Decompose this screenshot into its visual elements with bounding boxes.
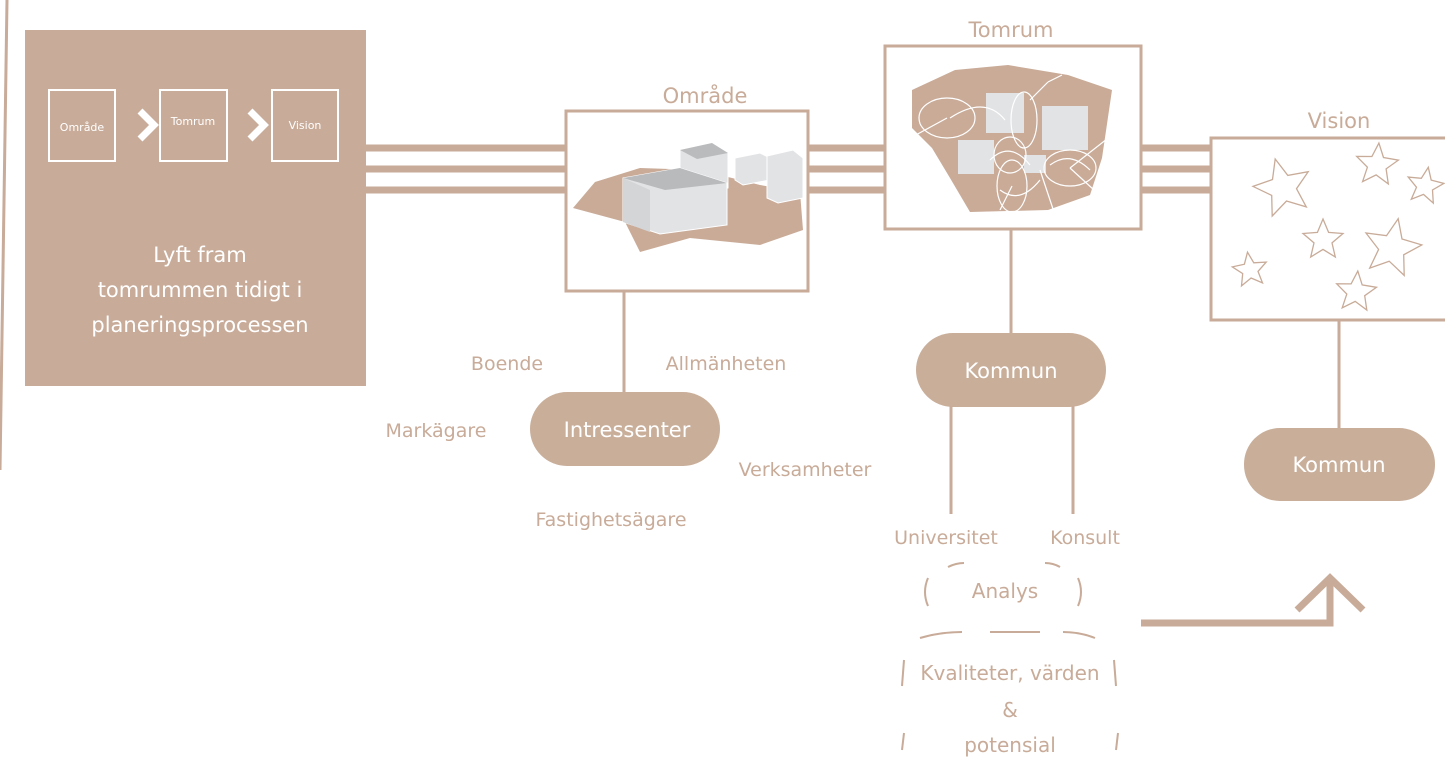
stakeholder-residents: Boende xyxy=(471,353,543,375)
stakeholders-label: Intressenter xyxy=(564,418,691,442)
partner-consultant: Konsult xyxy=(1050,527,1120,549)
analysis-title: Analys xyxy=(972,579,1038,603)
step-label-void: Tomrum xyxy=(170,115,216,128)
void-illustration xyxy=(902,65,1113,216)
panel-caption-line-1: Lyft fram xyxy=(153,243,247,267)
star-icon xyxy=(1301,217,1345,259)
area-buildings-illustration xyxy=(573,142,804,252)
analysis-result-line-1: Kvaliteter, värden xyxy=(920,661,1099,685)
star-icon xyxy=(1251,157,1310,218)
kommun-label-vision: Kommun xyxy=(1292,453,1385,477)
step-box-area xyxy=(48,89,116,162)
stakeholder-public: Allmänheten xyxy=(666,353,787,375)
kommun-pill-vision xyxy=(1244,428,1435,501)
kommun-pill-void xyxy=(916,333,1106,407)
void-title: Tomrum xyxy=(968,18,1054,42)
stakeholder-businesses: Verksamheter xyxy=(739,459,872,481)
stakeholder-property-owners: Fastighetsägare xyxy=(535,509,686,531)
analysis-result-line-2: & xyxy=(1002,698,1018,722)
chevron-right-icon xyxy=(247,108,269,142)
connector-area-void xyxy=(808,144,885,194)
connector-panel-area xyxy=(365,144,566,194)
star-icon xyxy=(1406,165,1445,205)
partner-university: Universitet xyxy=(894,527,998,549)
stakeholder-landowners: Markägare xyxy=(386,420,487,442)
analysis-result-line-3: potensial xyxy=(964,733,1056,757)
analysis-to-vision-line xyxy=(1141,578,1334,627)
step-box-void xyxy=(159,89,228,162)
connector-void-vision xyxy=(1141,144,1212,194)
star-icon xyxy=(1230,250,1268,288)
edge-line xyxy=(0,0,9,471)
vision-box xyxy=(1209,136,1445,322)
chevron-right-icon xyxy=(137,108,159,142)
star-icon xyxy=(1364,217,1424,277)
step-label-area: Område xyxy=(60,121,105,134)
kommun-label-void: Kommun xyxy=(964,359,1057,383)
vision-title: Vision xyxy=(1308,109,1371,133)
star-icon xyxy=(1355,141,1401,186)
star-icon xyxy=(1335,269,1379,312)
step-label-vision: Vision xyxy=(289,119,322,132)
analysis-brackets xyxy=(901,562,1119,751)
area-title: Område xyxy=(663,83,748,108)
stakeholders-pill xyxy=(530,392,720,466)
arrow-up-icon xyxy=(1294,573,1366,613)
vision-stars-illustration xyxy=(1230,141,1445,312)
panel-caption-line-3: planeringsprocessen xyxy=(91,313,308,337)
step-box-vision xyxy=(271,89,339,162)
panel-caption-line-2: tomrummen tidigt i xyxy=(98,278,303,302)
